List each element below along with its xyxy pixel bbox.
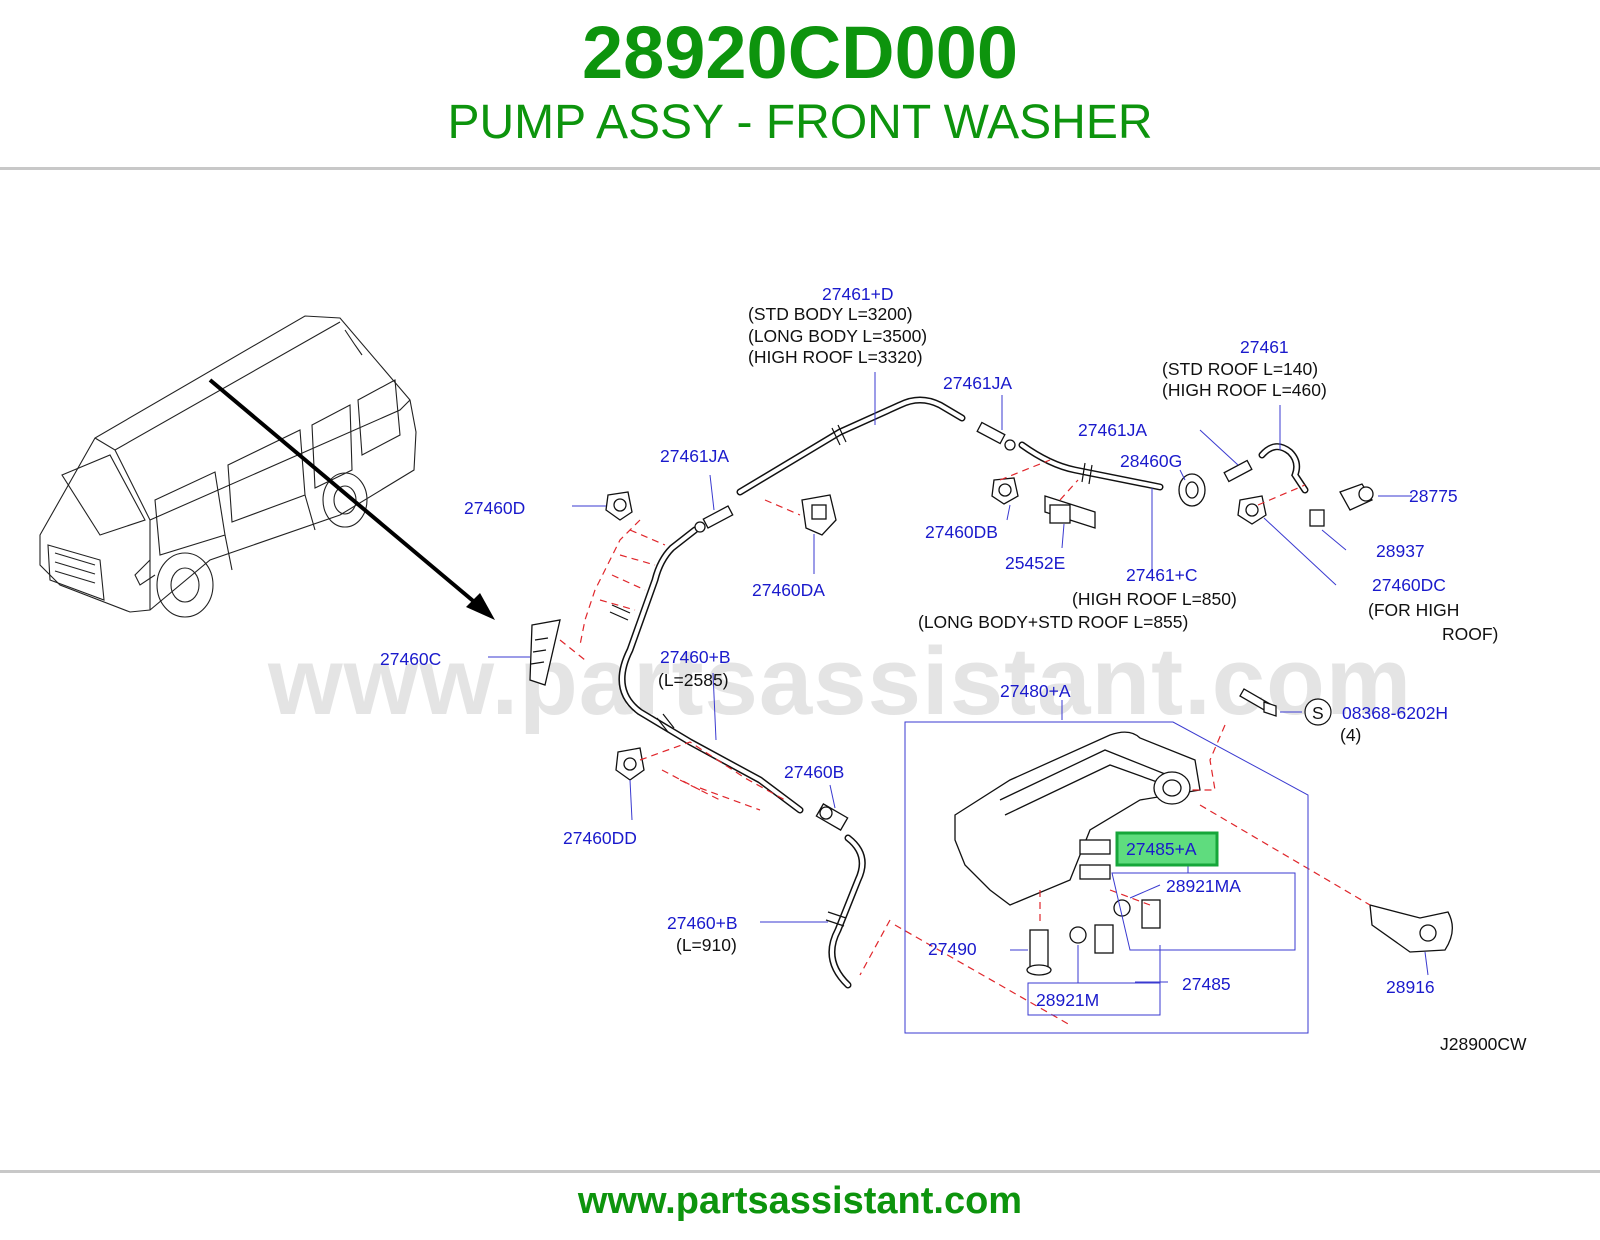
- hose-27460b-910: [825, 834, 866, 989]
- note-27460-b-l2585: (L=2585): [658, 670, 729, 690]
- note-27461-c-long-body: (LONG BODY+STD ROOF L=855): [918, 612, 1188, 632]
- van-illustration: [39, 315, 417, 618]
- watermark-text: www.partsassistant.com: [267, 628, 1412, 735]
- footer-url[interactable]: www.partsassistant.com: [577, 1180, 1023, 1222]
- label-27485-a[interactable]: 27485+A: [1126, 839, 1197, 859]
- label-27460-b-910[interactable]: 27460+B: [667, 913, 738, 933]
- label-28921ma[interactable]: 28921MA: [1166, 876, 1241, 896]
- label-27460da[interactable]: 27460DA: [752, 580, 825, 600]
- joint-27461ja-right: [1223, 459, 1253, 483]
- footer-divider: [0, 1170, 1600, 1173]
- note-27461-d-long-body: (LONG BODY L=3500): [748, 326, 927, 346]
- tank-27480: [954, 731, 1201, 906]
- joint-27461ja-left: [694, 505, 734, 533]
- label-25452e[interactable]: 25452E: [1005, 553, 1065, 573]
- label-28775[interactable]: 28775: [1409, 486, 1458, 506]
- filter-27490: [1026, 929, 1052, 976]
- label-27460c[interactable]: 27460C: [380, 649, 441, 669]
- grommet-28460g: [1178, 473, 1206, 507]
- connector-27460b: [815, 803, 849, 831]
- standard-part-symbol: [1304, 698, 1332, 726]
- hose-27461d: [736, 396, 966, 496]
- label-s: S: [1312, 703, 1324, 723]
- level-sensor-28916: [1369, 904, 1453, 953]
- label-27490[interactable]: 27490: [928, 939, 977, 959]
- label-27460d[interactable]: 27460D: [464, 498, 525, 518]
- label-28460g[interactable]: 28460G: [1120, 451, 1182, 471]
- clip-27460dc: [1237, 495, 1267, 525]
- diagram-code: J28900CW: [1440, 1034, 1527, 1054]
- label-27460b[interactable]: 27460B: [784, 762, 844, 782]
- label-27480-a[interactable]: 27480+A: [1000, 681, 1071, 701]
- check-valve-28937: [1309, 509, 1325, 527]
- label-27460dc[interactable]: 27460DC: [1372, 575, 1446, 595]
- label-27485[interactable]: 27485: [1182, 974, 1231, 994]
- label-27461-c[interactable]: 27461+C: [1126, 565, 1198, 585]
- hose-27461: [1258, 443, 1309, 494]
- clip-27460da: [801, 494, 837, 536]
- dashed-leaders: [559, 459, 1371, 1026]
- label-27460dd[interactable]: 27460DD: [563, 828, 637, 848]
- label-27461ja-left[interactable]: 27461JA: [660, 446, 729, 466]
- label-08368-6202h[interactable]: 08368-6202H: [1342, 703, 1448, 723]
- hose-27461c: [1018, 441, 1164, 491]
- bolt-08368: [1239, 688, 1277, 717]
- clip-27460dd: [615, 747, 645, 781]
- location-arrow: [208, 378, 495, 620]
- label-28921m[interactable]: 28921M: [1036, 990, 1099, 1010]
- label-27461[interactable]: 27461: [1240, 337, 1289, 357]
- hose-27460b-2585: [609, 526, 804, 814]
- label-27460db[interactable]: 27460DB: [925, 522, 998, 542]
- clip-27460c: [529, 619, 561, 686]
- part-name-subtitle: PUMP ASSY - FRONT WASHER: [447, 96, 1153, 149]
- note-27460dc-for-high: (FOR HIGH: [1368, 600, 1459, 620]
- highlight-box: [1115, 831, 1219, 867]
- note-27461-c-high-roof: (HIGH ROOF L=850): [1072, 589, 1237, 609]
- note-08368-qty: (4): [1340, 725, 1361, 745]
- note-27460dc-roof: ROOF): [1442, 624, 1498, 644]
- label-28937[interactable]: 28937: [1376, 541, 1425, 561]
- pump-27485: [1069, 899, 1161, 954]
- label-27461ja-top[interactable]: 27461JA: [943, 373, 1012, 393]
- note-27461-d-high-roof: (HIGH ROOF L=3320): [748, 347, 923, 367]
- clip-27460d: [605, 491, 633, 521]
- clip-27460db: [991, 477, 1019, 505]
- label-27461ja-right[interactable]: 27461JA: [1078, 420, 1147, 440]
- note-27461-high-roof: (HIGH ROOF L=460): [1162, 380, 1327, 400]
- label-28916[interactable]: 28916: [1386, 977, 1435, 997]
- nozzle-28775: [1339, 483, 1374, 511]
- header-divider: [0, 167, 1600, 170]
- label-27461-d[interactable]: 27461+D: [822, 284, 894, 304]
- label-27460-b-2585[interactable]: 27460+B: [660, 647, 731, 667]
- note-27461-d-std-body: (STD BODY L=3200): [748, 304, 913, 324]
- leader-lines: [488, 372, 1429, 1034]
- clip-25452e: [1044, 495, 1096, 529]
- note-27460-b-l910: (L=910): [676, 935, 737, 955]
- note-27461-std-roof: (STD ROOF L=140): [1162, 359, 1318, 379]
- joint-27461ja-top: [976, 421, 1016, 451]
- part-number-title: 28920CD000: [581, 11, 1019, 94]
